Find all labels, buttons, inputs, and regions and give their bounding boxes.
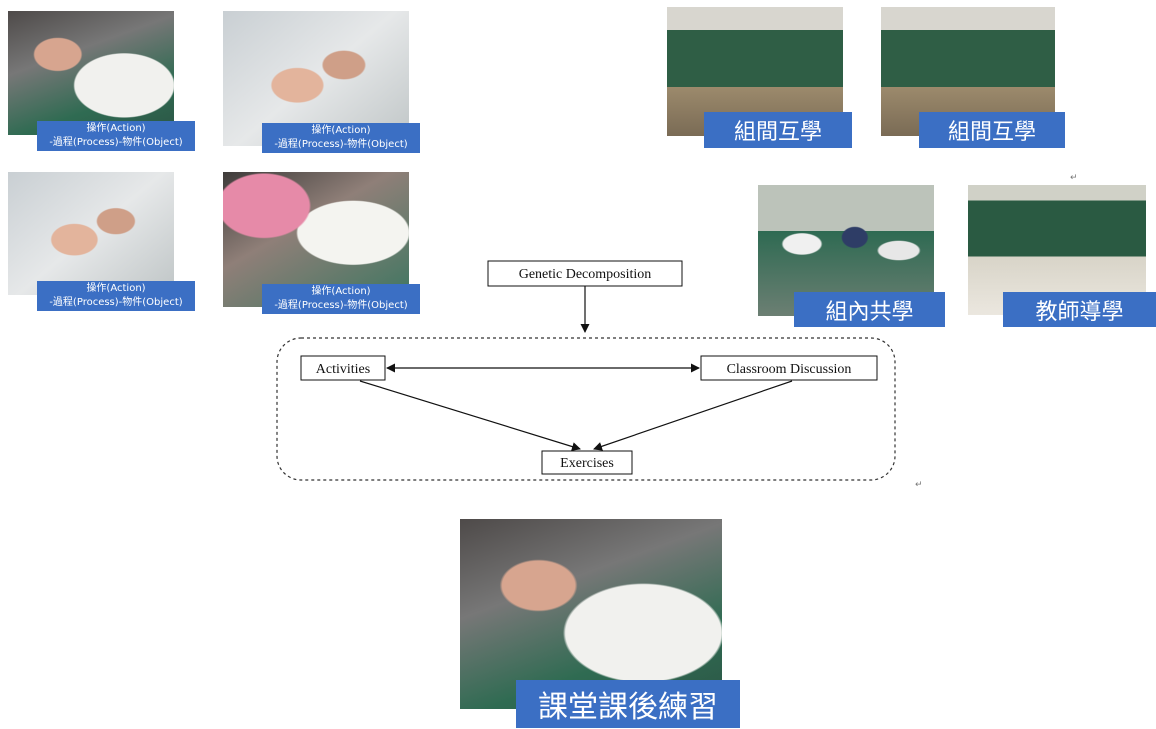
exercises-box [541, 450, 633, 475]
caption-intra-group: 組內共學 [794, 292, 945, 327]
return-mark-2: ↵ [915, 480, 923, 490]
activities-label: Activities [316, 362, 370, 377]
genetic-decomposition-box [487, 260, 683, 287]
photo-image [460, 519, 722, 709]
caption-line-2: -過程(Process)-物件(Object) [49, 137, 183, 148]
caption-line-2: -過程(Process)-物件(Object) [274, 300, 408, 311]
caption-line-1: 操作(Action) [311, 286, 371, 297]
genetic-decomposition-label: Genetic Decomposition [519, 267, 652, 282]
caption-inter-group-1: 組間互學 [704, 112, 852, 148]
exercises-label: Exercises [560, 456, 614, 471]
classroom-discussion-box [700, 355, 878, 381]
caption-line-1: 操作(Action) [311, 125, 371, 136]
classroom-discussion-label: Classroom Discussion [727, 362, 852, 377]
caption-action-process-object-3: 操作(Action) -過程(Process)-物件(Object) [37, 281, 195, 311]
arrow-discussion-to-exercises [593, 380, 793, 451]
caption-inter-group-2: 組間互學 [919, 112, 1065, 148]
photo-hands-paper-1 [223, 11, 409, 146]
caption-action-process-object-1: 操作(Action) -過程(Process)-物件(Object) [37, 121, 195, 151]
activities-box [300, 355, 386, 381]
caption-action-process-object-4: 操作(Action) -過程(Process)-物件(Object) [262, 284, 420, 314]
photo-image [8, 11, 174, 135]
photo-students-desk-1 [8, 11, 174, 135]
photo-classroom-practice [460, 519, 722, 709]
caption-line-1: 操作(Action) [86, 123, 146, 134]
caption-teacher-led: 教師導學 [1003, 292, 1156, 327]
photo-image [8, 172, 174, 295]
photo-hands-paper-2 [8, 172, 174, 295]
arrow-activities-to-exercises [359, 380, 581, 451]
caption-practice: 課堂課後練習 [516, 680, 740, 728]
return-mark: ↵ [1070, 173, 1078, 183]
dashed-boundary [276, 337, 896, 481]
caption-action-process-object-2: 操作(Action) -過程(Process)-物件(Object) [262, 123, 420, 153]
caption-line-2: -過程(Process)-物件(Object) [274, 139, 408, 150]
caption-line-2: -過程(Process)-物件(Object) [49, 297, 183, 308]
caption-line-1: 操作(Action) [86, 283, 146, 294]
genetic-decomposition-diagram: Genetic Decomposition Activities Classro… [276, 260, 896, 481]
